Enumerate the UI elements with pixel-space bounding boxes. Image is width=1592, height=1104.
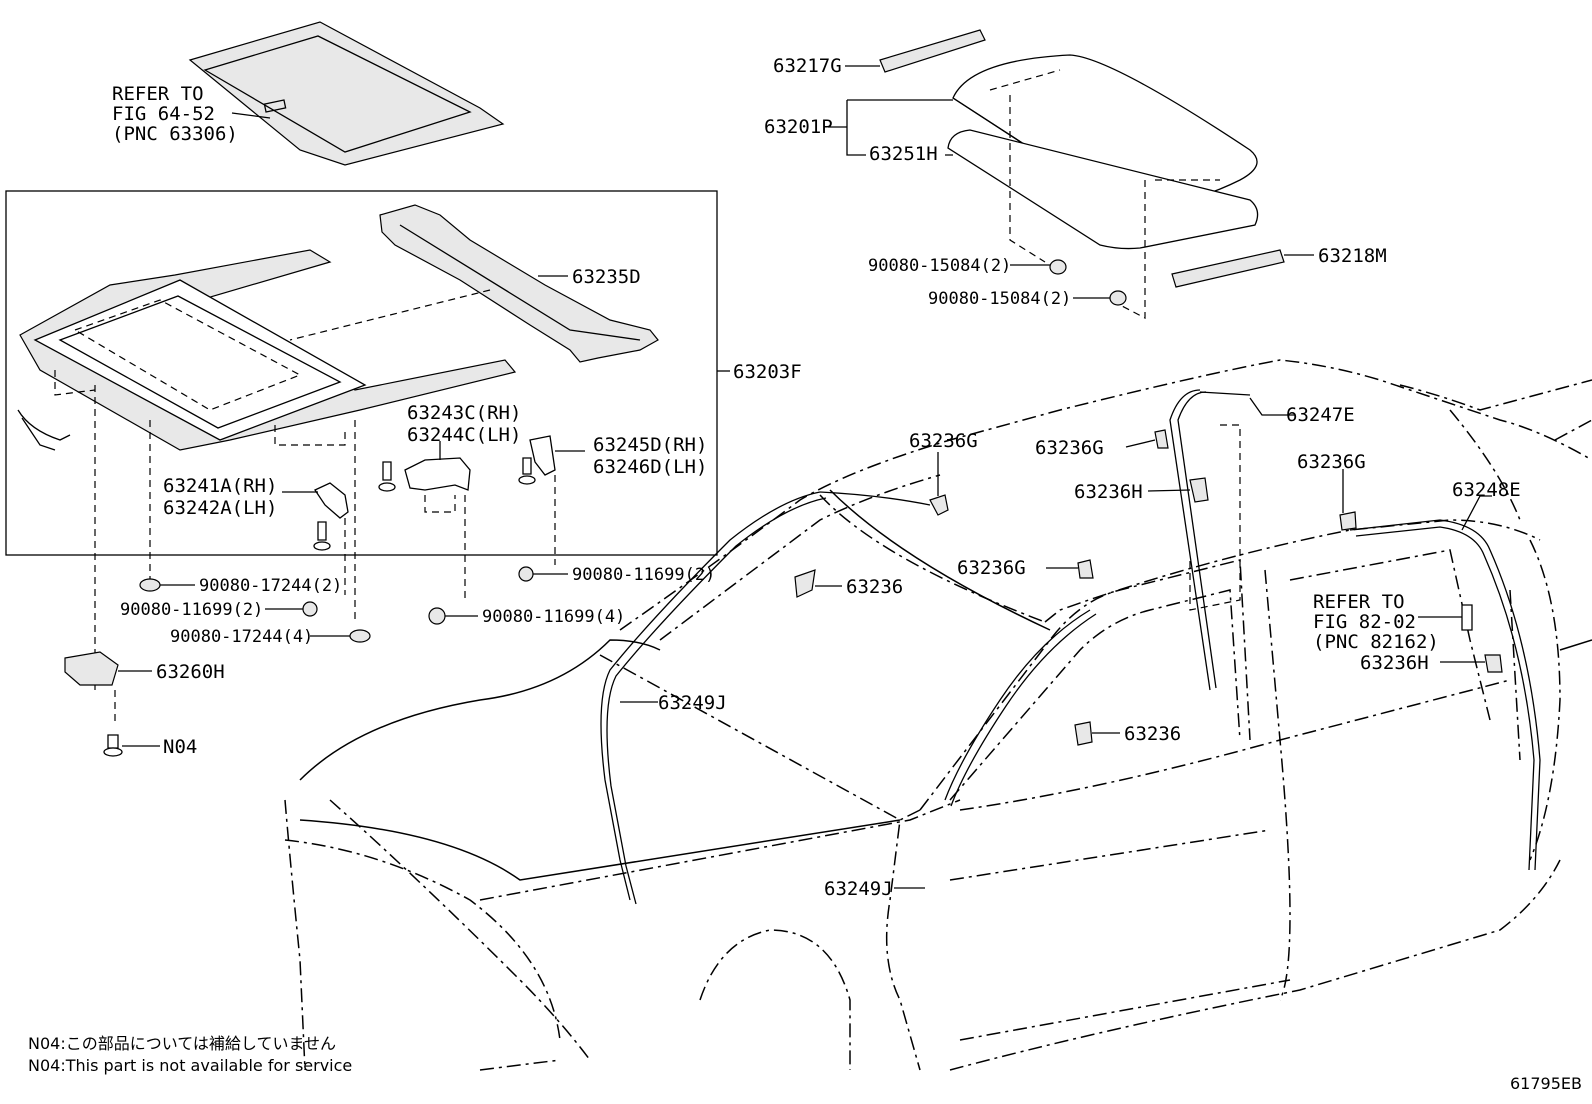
part-63242A[interactable]: 63242A(LH) — [163, 497, 277, 519]
part-90080-17244-a[interactable]: 90080-17244(2) — [199, 576, 342, 596]
sunroof-housing-box — [5, 190, 718, 556]
bolt-icons — [313, 457, 536, 551]
weatherstrip-63218M-drawing — [1171, 249, 1285, 288]
part-63236H-b[interactable]: 63236H — [1360, 652, 1429, 674]
refer-to-pnc-1: (PNC 63306) — [112, 123, 238, 145]
part-63236H-a[interactable]: 63236H — [1074, 481, 1143, 503]
refer-to-fig-2[interactable]: FIG 82-02 — [1313, 611, 1416, 633]
part-63236-b[interactable]: 63236 — [1124, 723, 1181, 745]
figure-code: 61795EB — [1510, 1074, 1582, 1093]
part-63251H[interactable]: 63251H — [869, 143, 938, 165]
part-90080-15084-b[interactable]: 90080-15084(2) — [928, 289, 1071, 309]
part-63245D[interactable]: 63245D(RH) — [593, 434, 707, 456]
note-japanese: N04:この部品については補給していません — [28, 1034, 336, 1053]
part-63244C[interactable]: 63244C(LH) — [407, 424, 521, 446]
bracket-63241A-drawing — [314, 482, 349, 519]
part-63248E[interactable]: 63248E — [1452, 479, 1521, 501]
part-N04[interactable]: N04 — [163, 736, 197, 758]
part-63249J-a[interactable]: 63249J — [658, 692, 727, 714]
part-90080-15084-a[interactable]: 90080-15084(2) — [868, 256, 1011, 276]
part-63236G-a[interactable]: 63236G — [909, 430, 978, 452]
part-63218M[interactable]: 63218M — [1318, 245, 1387, 267]
part-90080-11699-a[interactable]: 90080-11699(2) — [120, 600, 263, 620]
part-63235D[interactable]: 63235D — [572, 266, 641, 288]
drain-connector-drawing — [64, 651, 119, 686]
nut-icons — [139, 566, 568, 643]
part-63246D[interactable]: 63246D(LH) — [593, 456, 707, 478]
part-63236G-c[interactable]: 63236G — [957, 557, 1026, 579]
glass-bolt-icons — [1010, 259, 1127, 306]
leader-lines — [620, 397, 1492, 889]
refer-to-label-1: REFER TO — [112, 83, 204, 105]
note-english: N04:This part is not available for servi… — [28, 1056, 353, 1075]
part-63243C[interactable]: 63243C(RH) — [407, 402, 521, 424]
part-63241A[interactable]: 63241A(RH) — [163, 475, 277, 497]
part-90080-17244-b[interactable]: 90080-17244(4) — [170, 627, 313, 647]
sunroof-glass-drawing — [947, 54, 1259, 319]
drain-hose-drawing — [600, 389, 1541, 905]
part-63249J-b[interactable]: 63249J — [824, 878, 893, 900]
part-63217G[interactable]: 63217G — [773, 55, 842, 77]
part-63260H[interactable]: 63260H — [156, 661, 225, 683]
part-90080-11699-b[interactable]: 90080-11699(2) — [572, 565, 715, 585]
refer-to-pnc-2: (PNC 82162) — [1313, 631, 1439, 653]
bracket-63243C-drawing — [404, 457, 471, 491]
vehicle-body-drawing — [284, 359, 1592, 1071]
part-63236-a[interactable]: 63236 — [846, 576, 903, 598]
cross-member-drawing — [289, 204, 659, 363]
refer-to-fig-1[interactable]: FIG 64-52 — [112, 103, 215, 125]
clip-icons — [794, 429, 1503, 746]
sunroof-housing-drawing — [17, 249, 517, 690]
roof-headliner-drawing — [188, 21, 505, 166]
part-63203F[interactable]: 63203F — [733, 361, 802, 383]
part-90080-11699-c[interactable]: 90080-11699(4) — [482, 607, 625, 627]
part-63201P[interactable]: 63201P — [764, 116, 833, 138]
part-63236G-b[interactable]: 63236G — [1035, 437, 1104, 459]
refer-to-label-2: REFER TO — [1313, 591, 1405, 613]
bracket-63245D-drawing — [529, 435, 556, 476]
weatherstrip-63217G-drawing — [879, 29, 986, 73]
part-63236G-d[interactable]: 63236G — [1297, 451, 1366, 473]
part-63247E[interactable]: 63247E — [1286, 404, 1355, 426]
